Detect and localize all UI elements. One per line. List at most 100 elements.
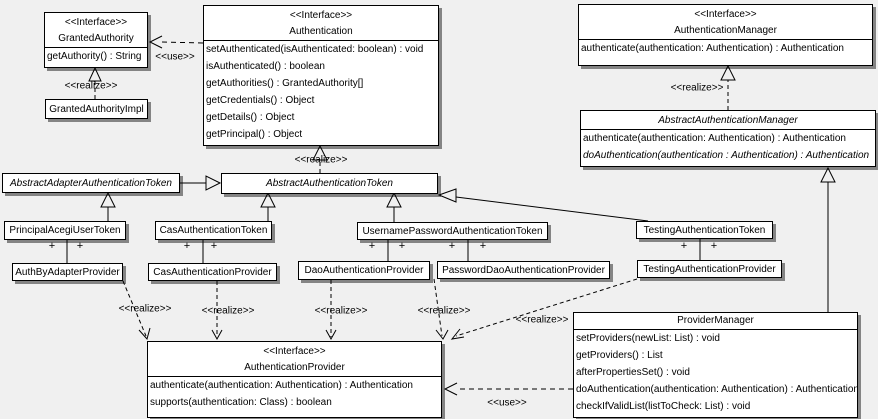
class-abstract-adapter-authentication-token[interactable]: AbstractAdapterAuthenticationToken: [2, 173, 180, 193]
association-end-plus: +: [680, 240, 688, 252]
stereotype-text: <<Interface>>: [263, 346, 326, 357]
edge-dao-provider-realizes-provider: [325, 280, 337, 341]
class-authentication[interactable]: <<Interface>> Authentication setAuthenti…: [203, 5, 439, 146]
realize-label: <<realize>>: [515, 314, 569, 326]
association-end-plus: +: [398, 240, 406, 252]
class-name: CasAuthenticationProvider: [153, 266, 272, 278]
method: checkIfValidList(listToCheck: List) : vo…: [576, 401, 751, 412]
class-header: <<Interface>> AuthenticationManager: [579, 5, 872, 40]
class-password-dao-authentication-provider[interactable]: PasswordDaoAuthenticationProvider: [437, 261, 610, 279]
class-header: ProviderManager: [574, 313, 857, 330]
class-name: TestingAuthenticationToken: [643, 224, 766, 236]
method-abstract: doAuthentication(authentication : Authen…: [583, 150, 870, 161]
method: authenticate(authentication: Authenticat…: [581, 43, 844, 54]
class-name: UsernamePasswordAuthenticationToken: [362, 225, 543, 237]
association-end-plus: +: [448, 240, 456, 252]
class-auth-by-adapter-provider[interactable]: AuthByAdapterProvider: [12, 263, 123, 281]
use-label: <<use>>: [155, 51, 195, 63]
edge-abstract-manager-realizes-authentication-manager: [720, 64, 736, 110]
class-name: GrantedAuthority: [58, 33, 134, 44]
edge-impl-realizes-granted-authority: [88, 66, 102, 99]
association-end-plus: +: [48, 240, 56, 252]
association-end-plus: +: [368, 240, 376, 252]
class-dao-authentication-provider[interactable]: DaoAuthenticationProvider: [298, 261, 430, 280]
method-compartment: setProviders(newList: List) : void getPr…: [574, 330, 857, 415]
realize-label: <<realize>>: [670, 82, 724, 94]
class-abstract-authentication-manager[interactable]: AbstractAuthenticationManager authentica…: [580, 110, 876, 167]
method: getProviders() : List: [576, 350, 663, 361]
method: getAuthorities() : GrantedAuthority[]: [206, 78, 364, 89]
realize-label: <<realize>>: [64, 80, 118, 92]
class-name: TestingAuthenticationProvider: [643, 263, 776, 275]
class-header: <<Interface>> GrantedAuthority: [45, 13, 147, 48]
edge-principal-extends-adapter-token: [100, 191, 116, 221]
method-compartment: authenticate(authentication: Authenticat…: [148, 377, 441, 411]
method: authenticate(authentication: Authenticat…: [150, 380, 413, 391]
class-cas-authentication-token[interactable]: CasAuthenticationToken: [155, 221, 272, 240]
class-name: PrincipalAcegiUserToken: [9, 225, 121, 236]
association-end-plus: +: [183, 240, 191, 252]
edge-provider-manager-uses-authentication-provider: [443, 382, 573, 396]
method-compartment: setAuthenticated(isAuthenticated: boolea…: [204, 41, 438, 143]
class-name: AbstractAuthenticationToken: [266, 178, 393, 189]
class-name: PasswordDaoAuthenticationProvider: [442, 264, 605, 276]
class-name: AuthenticationManager: [674, 25, 777, 36]
edge-testing-provider-realizes-provider: [450, 278, 638, 340]
realize-label: <<realize>>: [201, 305, 255, 317]
class-abstract-authentication-token[interactable]: AbstractAuthenticationToken: [221, 173, 438, 194]
association-end-plus: +: [210, 240, 218, 252]
class-name: Authentication: [289, 26, 353, 37]
class-testing-authentication-token[interactable]: TestingAuthenticationToken: [636, 221, 773, 239]
class-name: GrantedAuthorityImpl: [49, 103, 144, 115]
realize-label: <<realize>>: [118, 303, 172, 315]
edge-adapter-token-extends-abstract-token: [180, 175, 222, 191]
method: isAuthenticated() : boolean: [206, 61, 325, 72]
class-name: AbstractAdapterAuthenticationToken: [10, 177, 172, 189]
method-compartment: authenticate(authentication: Authenticat…: [581, 130, 875, 164]
class-name: AuthByAdapterProvider: [15, 266, 120, 278]
method: afterPropertiesSet() : void: [576, 367, 690, 378]
realize-label: <<realize>>: [314, 305, 368, 317]
class-name: ProviderManager: [677, 315, 754, 326]
class-name: AuthenticationProvider: [244, 362, 345, 373]
association-end-plus: +: [710, 240, 718, 252]
class-granted-authority-impl[interactable]: GrantedAuthorityImpl: [45, 99, 148, 119]
edge-authentication-uses-granted-authority: [148, 35, 204, 49]
stereotype-text: <<Interface>>: [289, 10, 353, 21]
method-compartment: authenticate(authentication: Authenticat…: [579, 40, 872, 57]
class-username-password-authentication-token[interactable]: UsernamePasswordAuthenticationToken: [357, 222, 548, 240]
method: getAuthority() : String: [47, 51, 142, 62]
method-compartment: getAuthority() : String: [45, 48, 147, 65]
edge-cas-provider-realizes-provider: [211, 281, 223, 341]
method: doAuthentication(authentication: Authent…: [576, 384, 857, 395]
class-header: <<Interface>> Authentication: [204, 6, 438, 41]
class-name: DaoAuthenticationProvider: [304, 265, 424, 276]
realize-label: <<realize>>: [294, 154, 348, 166]
method: getCredentials() : Object: [206, 95, 315, 106]
stereotype-text: <<Interface>>: [64, 17, 128, 28]
edge-authbyadapter-realizes-provider: [122, 280, 151, 341]
class-authentication-provider[interactable]: <<Interface>> AuthenticationProvider aut…: [147, 341, 442, 418]
edge-abstract-token-realizes-authentication: [312, 144, 328, 173]
method: setAuthenticated(isAuthenticated: boolea…: [206, 44, 424, 55]
edge-testing-token-extends-abstract-token: [437, 188, 649, 222]
edge-cas-token-extends-abstract-token: [260, 191, 276, 221]
association-end-plus: +: [76, 240, 84, 252]
class-principal-acegi-user-token[interactable]: PrincipalAcegiUserToken: [4, 221, 126, 240]
class-testing-authentication-provider[interactable]: TestingAuthenticationProvider: [637, 260, 782, 278]
class-authentication-manager[interactable]: <<Interface>> AuthenticationManager auth…: [578, 4, 873, 66]
class-granted-authority[interactable]: <<Interface>> GrantedAuthority getAuthor…: [44, 12, 148, 68]
class-header: <<Interface>> AuthenticationProvider: [148, 342, 441, 377]
method: setProviders(newList: List) : void: [576, 333, 720, 344]
edge-provider-manager-extends-abstract-manager: [820, 166, 836, 312]
class-header: AbstractAuthenticationManager: [581, 111, 875, 130]
class-provider-manager[interactable]: ProviderManager setProviders(newList: Li…: [573, 312, 858, 418]
use-label: <<use>>: [487, 397, 527, 409]
class-cas-authentication-provider[interactable]: CasAuthenticationProvider: [148, 263, 277, 281]
stereotype-text: <<Interface>>: [694, 9, 757, 20]
method: authenticate(authentication: Authenticat…: [583, 133, 846, 144]
class-name: AbstractAuthenticationManager: [658, 115, 798, 126]
edge-usernamepw-token-extends-abstract-token: [386, 191, 402, 222]
